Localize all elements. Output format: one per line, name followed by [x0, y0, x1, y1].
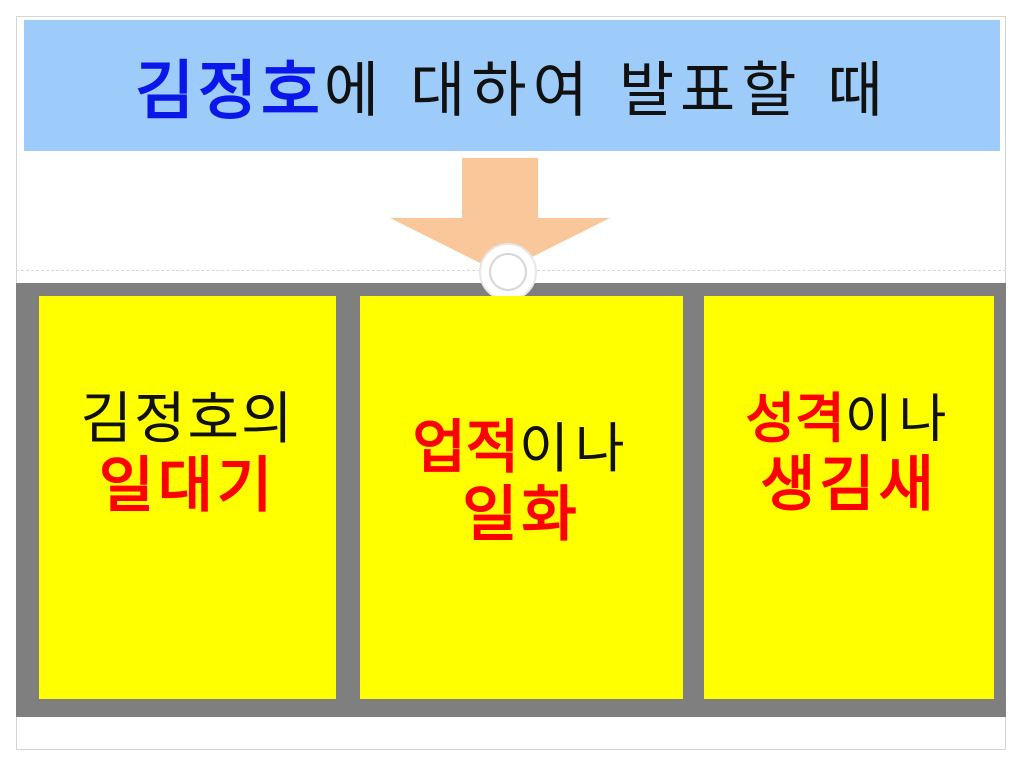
topic-line2: 일대기	[98, 451, 277, 522]
topic-line1: 성격이나	[704, 387, 994, 451]
title-highlight: 김정호	[135, 54, 324, 129]
topic-line1-black: 이나	[519, 417, 631, 480]
topic-text: 성격이나 생김새	[704, 387, 994, 520]
topic-line1: 김정호의	[80, 387, 295, 452]
topic-box-biography: 김정호의 일대기	[39, 296, 336, 699]
topic-line1-red: 성격	[745, 387, 845, 450]
topic-line1: 업적이나	[360, 414, 683, 481]
title-rest: 에 대하여 발표할 때	[323, 56, 889, 126]
topic-line2: 일화	[462, 479, 581, 550]
topic-box-personality: 성격이나 생김새	[704, 296, 994, 699]
down-arrow-icon	[390, 158, 610, 273]
topic-text: 김정호의 일대기	[39, 387, 336, 522]
topic-line1-red: 업적	[412, 413, 520, 481]
topic-line1-black: 이나	[844, 390, 953, 450]
topic-line2: 생김새	[760, 449, 938, 520]
topic-box-achievements: 업적이나 일화	[360, 296, 683, 699]
circle-connector-icon	[479, 243, 537, 301]
topic-text: 업적이나 일화	[360, 414, 683, 550]
